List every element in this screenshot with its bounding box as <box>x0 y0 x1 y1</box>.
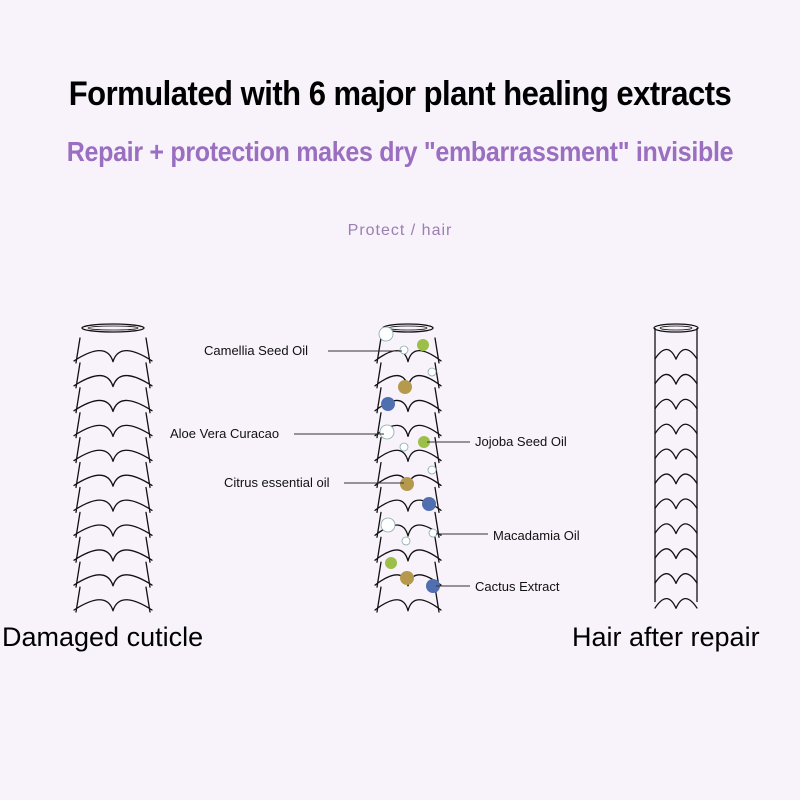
cuticle-scale <box>374 561 442 588</box>
cuticle-scale <box>654 398 698 410</box>
extract-particle <box>399 345 409 355</box>
label-citrus-essential-oil: Citrus essential oil <box>224 475 330 490</box>
extract-particle <box>417 339 429 351</box>
cuticle-scale <box>374 586 442 613</box>
cuticle-scale <box>654 523 698 535</box>
cuticle-scale <box>654 473 698 485</box>
cuticle-scale <box>374 536 442 563</box>
extract-particle <box>379 424 395 440</box>
strand-top-inner <box>87 325 139 331</box>
leader-lines <box>294 350 488 587</box>
cuticle-scale <box>374 511 442 538</box>
extract-particle <box>400 477 414 491</box>
cuticle-scale <box>654 498 698 510</box>
extract-particle <box>385 557 397 569</box>
cuticle-scale <box>73 511 153 538</box>
extract-particle <box>418 436 430 448</box>
cuticle-scale <box>374 436 442 464</box>
extract-particle <box>378 326 394 342</box>
strand-top <box>81 323 145 333</box>
label-cactus-extract: Cactus Extract <box>475 579 560 594</box>
extract-particle <box>427 465 437 475</box>
damaged-hair-strand <box>73 323 153 613</box>
extract-particle <box>399 442 409 452</box>
extract-particle <box>428 528 438 538</box>
extract-particle <box>400 571 414 585</box>
cuticle-scale <box>73 586 153 613</box>
cuticle-scale <box>73 486 153 514</box>
extract-particle <box>422 497 436 511</box>
extract-particles <box>378 326 440 593</box>
extract-particle <box>381 397 395 411</box>
page-title: Formulated with 6 major plant healing ex… <box>68 73 732 114</box>
caption-hair-after-repair: Hair after repair <box>572 622 760 652</box>
extract-particle <box>380 517 396 533</box>
cuticle-scale <box>73 412 153 439</box>
label-camellia-seed-oil: Camellia Seed Oil <box>204 343 308 358</box>
cuticle-scale <box>654 373 698 385</box>
cuticle-scale <box>374 412 442 439</box>
cuticle-scale <box>73 362 153 389</box>
cuticle-scale <box>73 561 153 588</box>
cuticle-scale <box>654 548 698 560</box>
cuticle-scale <box>73 337 153 364</box>
cuticle-scale <box>73 461 153 489</box>
cuticle-scale <box>73 387 153 414</box>
repaired-hair-strand <box>653 323 699 609</box>
extract-particle <box>426 579 440 593</box>
label-macadamia-oil: Macadamia Oil <box>493 528 580 543</box>
cuticle-scale <box>654 597 698 609</box>
extract-particle <box>427 367 437 377</box>
page-subtitle: Repair + protection makes dry "embarrass… <box>66 136 734 168</box>
cuticle-scale <box>374 387 442 414</box>
label-jojoba-seed-oil: Jojoba Seed Oil <box>475 434 567 449</box>
label-aloe-vera-curacao: Aloe Vera Curacao <box>170 426 279 441</box>
cuticle-scale <box>374 486 442 514</box>
cuticle-scale <box>654 448 698 460</box>
strand-top <box>653 323 699 333</box>
cuticle-scale <box>654 573 698 585</box>
strand-top-inner <box>388 325 428 331</box>
extract-particle <box>398 380 412 394</box>
cuticle-scale <box>73 436 153 464</box>
caption-damaged-cuticle: Damaged cuticle <box>2 622 204 652</box>
tagline: Protect / hair <box>347 222 453 239</box>
extract-particle <box>401 536 411 546</box>
cuticle-scale <box>374 362 442 389</box>
cuticle-scale <box>654 423 698 435</box>
cuticle-scale <box>73 536 153 563</box>
cuticle-scale <box>374 461 442 489</box>
cuticle-scale <box>654 348 698 360</box>
strand-top-inner <box>659 325 693 331</box>
